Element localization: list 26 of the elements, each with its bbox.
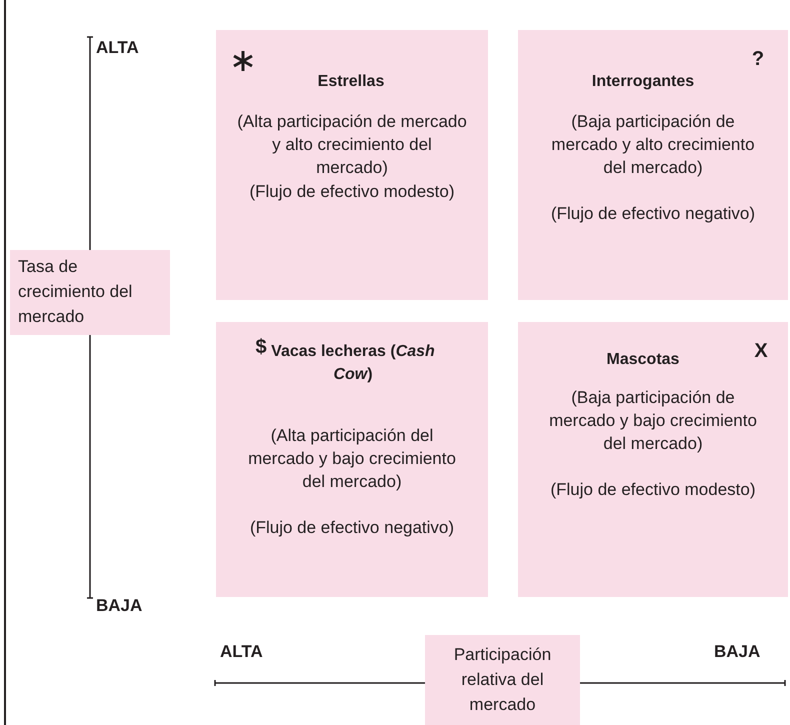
quadrant-description: (Baja participación de mercado y bajo crecimiento del mercado) [548,387,758,455]
axis-end-label: BAJA [714,642,760,662]
quadrant-box [518,322,788,597]
quadrant-title: Estrellas [316,72,386,92]
quadrant-box [518,30,788,300]
quadrant-box [216,322,488,597]
quadrant-description: (Baja participación de mercado y alto crecimiento del mercado) [550,111,756,179]
axis-end-label: ALTA [96,38,139,58]
quadrant-symbol: X [753,340,769,363]
axis-title: Tasa de crecimiento del mercado [18,256,134,328]
axis-title: Participación relativa del mercado [452,644,552,716]
axis-label-box [10,250,170,335]
quadrant-description: (Flujo de efectivo negativo) [248,517,456,539]
quadrant-title: Mascotas [606,350,680,370]
quadrant-description: (Flujo de efectivo modesto) [549,479,757,501]
quadrant-title: Vacas lecheras (Cash Cow) [270,342,436,385]
quadrant-symbol: ? [750,48,766,71]
quadrant-box [216,30,488,300]
axis-label-box [425,635,580,725]
quadrant-description: (Alta participación de mercado y alto crecimiento del mercado) [236,111,468,179]
axis-end-label: ALTA [220,642,263,662]
quadrant-description: (Flujo de efectivo negativo) [550,203,756,225]
quadrant-title: Interrogantes [590,72,696,92]
axis-end-label: BAJA [96,596,142,616]
quadrant-description: (Flujo de efectivo modesto) [248,181,456,203]
quadrant-description: (Alta participación del mercado y bajo crecimiento del mercado) [247,425,457,493]
